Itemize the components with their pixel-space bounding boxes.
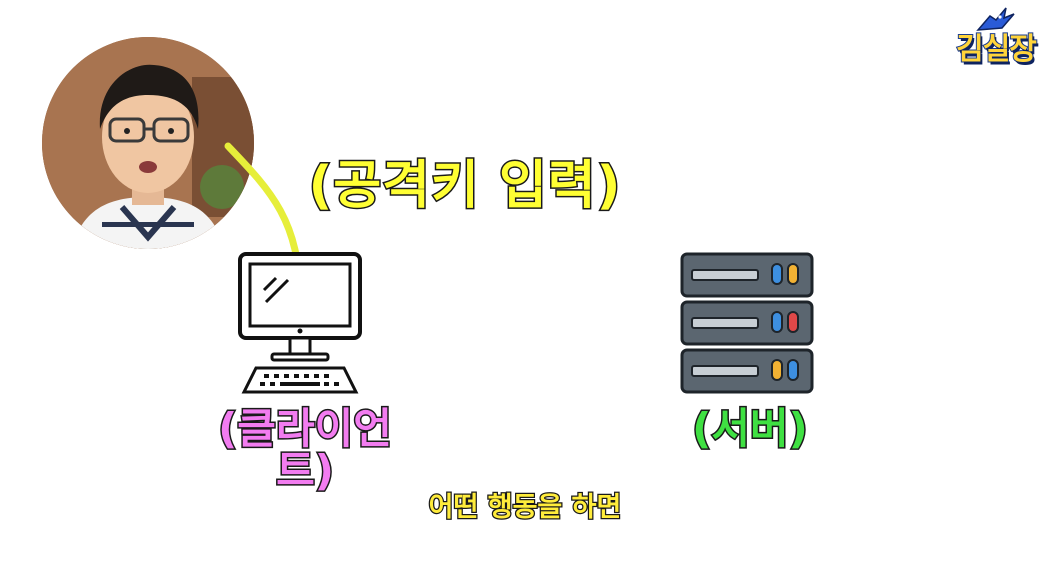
attack-key-caption: (공격키 입력) — [307, 156, 622, 216]
server-label: (서버) — [691, 404, 810, 453]
video-subtitle: 어떤 행동을 하면 — [427, 492, 622, 523]
server-rack-icon — [680, 252, 814, 394]
logo-text: 김실장 — [955, 31, 1038, 68]
channel-logo: 김실장 — [948, 6, 1044, 68]
client-label: (클라이언트) — [217, 404, 394, 495]
desktop-computer-icon — [238, 252, 362, 394]
bird-logo-icon — [976, 7, 1015, 31]
presenter-avatar — [42, 37, 254, 249]
presenter-illustration — [42, 37, 254, 249]
